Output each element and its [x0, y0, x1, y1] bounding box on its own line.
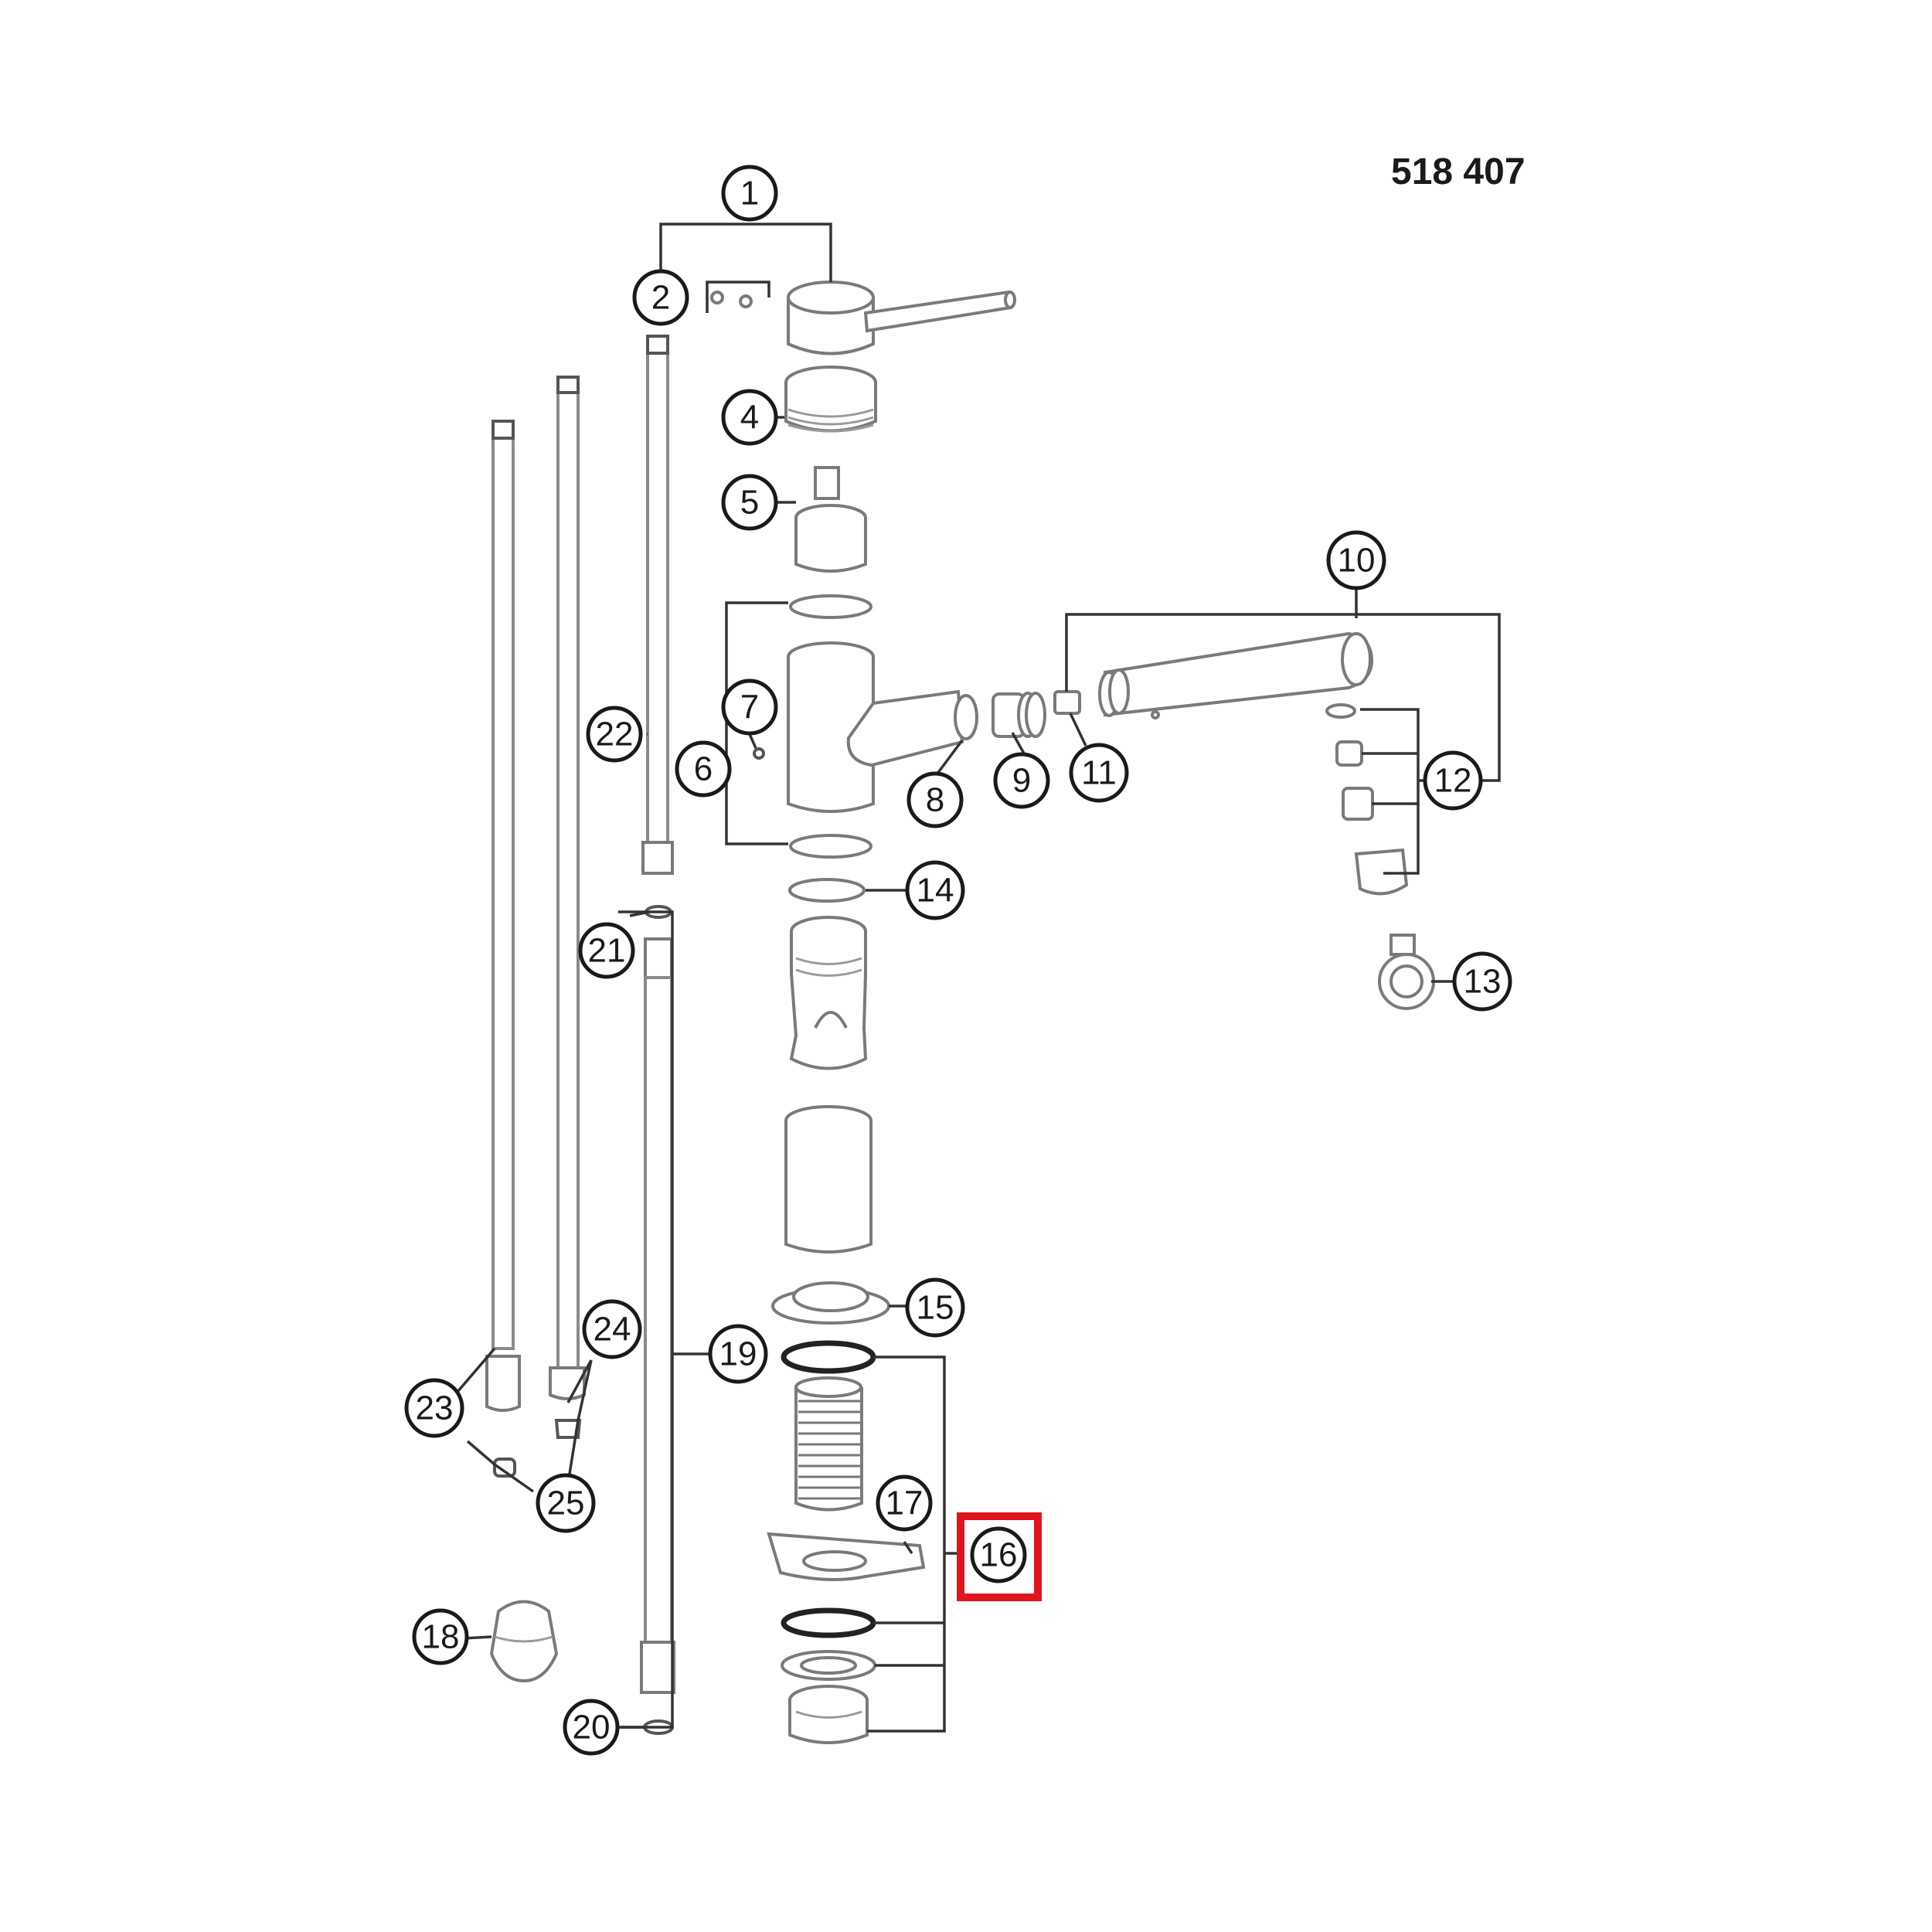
callout-9: 9 — [993, 752, 1050, 809]
sleeve-part — [784, 1105, 872, 1253]
callout-18: 18 — [412, 1608, 469, 1665]
callout-8: 8 — [906, 771, 964, 828]
svg-text:23: 23 — [416, 1389, 454, 1427]
callout-11: 11 — [1069, 743, 1129, 803]
leader-lines — [447, 223, 1501, 1733]
svg-text:10: 10 — [1338, 542, 1376, 580]
callout-10: 10 — [1326, 530, 1386, 590]
callout-4: 4 — [721, 389, 778, 446]
callout-25: 25 — [536, 1473, 596, 1533]
callout-24: 24 — [582, 1299, 642, 1359]
callout-22: 22 — [586, 706, 643, 763]
svg-text:11: 11 — [1081, 754, 1117, 792]
ring-fitting-part — [1378, 934, 1435, 1010]
hose-19 — [640, 905, 675, 1735]
aerator-parts — [1325, 703, 1409, 896]
callout-7: 7 — [721, 679, 778, 736]
nipple-part — [992, 692, 1046, 738]
set-screw-part — [706, 281, 770, 313]
callout-15: 15 — [905, 1277, 965, 1338]
callout-19: 19 — [708, 1324, 768, 1384]
svg-text:5: 5 — [740, 484, 759, 522]
callout-17: 17 — [876, 1475, 933, 1532]
svg-text:21: 21 — [588, 932, 626, 970]
svg-text:19: 19 — [719, 1335, 757, 1373]
svg-text:16: 16 — [980, 1536, 1018, 1574]
pin-part — [753, 747, 765, 760]
lever-handle-part — [787, 281, 1016, 355]
svg-text:12: 12 — [1434, 762, 1472, 800]
svg-text:17: 17 — [886, 1485, 923, 1522]
spout-nut-part — [1053, 690, 1081, 715]
flange-part — [771, 1281, 890, 1325]
svg-text:18: 18 — [422, 1618, 460, 1656]
o-ring-part — [788, 878, 866, 903]
svg-text:9: 9 — [1012, 762, 1031, 800]
svg-text:1: 1 — [740, 175, 759, 213]
svg-text:13: 13 — [1464, 963, 1502, 1001]
svg-text:6: 6 — [694, 750, 713, 788]
svg-text:24: 24 — [594, 1311, 631, 1349]
callout-2: 2 — [632, 269, 689, 326]
hose-weight-part — [489, 1600, 559, 1683]
diverter-part — [789, 916, 868, 1070]
svg-text:7: 7 — [740, 689, 759, 726]
svg-text:15: 15 — [917, 1289, 954, 1327]
model-code: 518 407 — [1391, 151, 1526, 192]
callout-1: 1 — [721, 165, 778, 222]
svg-text:22: 22 — [596, 716, 634, 753]
callout-23: 23 — [404, 1378, 464, 1438]
callout-12: 12 — [1423, 750, 1483, 811]
svg-text:20: 20 — [573, 1709, 611, 1747]
mounting-kit-part — [767, 1340, 926, 1744]
callout-16: 16 — [970, 1526, 1027, 1583]
callout-14: 14 — [905, 860, 965, 920]
callout-6: 6 — [675, 740, 732, 798]
svg-text:4: 4 — [740, 399, 759, 437]
hose-22 — [641, 335, 674, 875]
hose-24 — [549, 376, 586, 1439]
spout-part — [1098, 631, 1374, 719]
callout-5: 5 — [721, 474, 778, 531]
callout-21: 21 — [578, 922, 635, 979]
svg-text:2: 2 — [651, 279, 670, 317]
highlight-box — [957, 1512, 1042, 1601]
svg-text:25: 25 — [547, 1485, 585, 1522]
svg-text:8: 8 — [926, 781, 944, 819]
callout-13: 13 — [1452, 951, 1512, 1012]
hose-23 — [485, 420, 521, 1478]
callout-20: 20 — [563, 1699, 620, 1756]
cartridge-part — [794, 466, 867, 573]
svg-text:14: 14 — [917, 872, 954, 910]
connector-ring-part — [954, 694, 978, 740]
cap-nut-part — [784, 366, 877, 433]
body-part — [787, 594, 964, 859]
